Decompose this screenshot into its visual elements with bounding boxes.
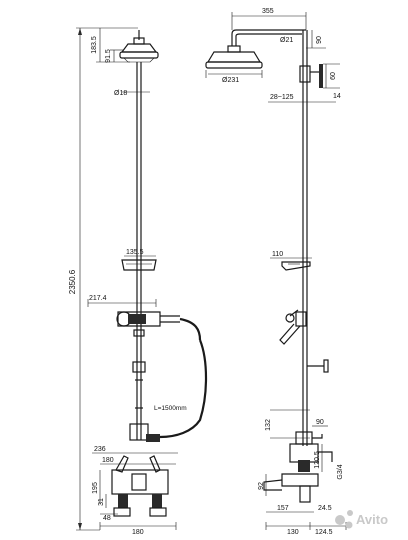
inlet-thread-label: G3/4: [337, 464, 344, 479]
front-mixer: 236 180: [92, 423, 178, 517]
head-offset-label: 90: [316, 36, 323, 44]
shelf-depth-label: 110: [272, 251, 283, 258]
spout-drop-label: 92: [258, 482, 265, 490]
head-height-label: 183.5: [91, 36, 98, 54]
hose-length-label: L=1500mm: [154, 405, 187, 412]
soap-dish-label: 135.5: [126, 249, 144, 256]
mixer-overall-width-label: 236: [94, 446, 106, 453]
avito-watermark: Avito: [335, 510, 388, 529]
wall-clearance-label: 31: [98, 498, 105, 506]
front-mixer-dimensions: 195 31 48 180: [92, 470, 177, 536]
front-slide-fittings: [132, 329, 146, 409]
side-shower-arm: Ø21 90: [231, 29, 326, 49]
lower-height-label: 48: [103, 515, 111, 522]
arm-length-dimension: 355: [231, 8, 307, 30]
mixer-depth-label: 90: [316, 419, 324, 426]
base-depth-label: 130: [287, 529, 299, 536]
side-view: 355 Ø21 90 Ø231: [205, 8, 347, 536]
side-riser-pipe: [302, 30, 308, 446]
mixer-width-label: 180: [102, 457, 114, 464]
watermark-text: Avito: [356, 512, 388, 527]
front-hose: L=1500mm: [154, 339, 208, 439]
bracket-depth-label: 14: [333, 93, 341, 100]
adjust-range-label: 28~125: [270, 94, 294, 101]
front-view: 2350.6 183.5 91.5 Ø18: [68, 27, 208, 536]
bracket-height-label: 60: [330, 72, 337, 80]
side-bottom-dimensions: 157 24.5 130 124.5: [265, 505, 347, 536]
riser-diameter-label: Ø18: [114, 90, 127, 97]
mixer-body-height-label: 195: [92, 482, 99, 494]
side-wall-bracket: 60 14 28~125: [268, 63, 341, 103]
front-riser-pipe: Ø18: [114, 62, 150, 440]
mixer-height-label: 132: [265, 419, 272, 431]
side-shower-head: Ø231: [205, 45, 263, 84]
base-width-label: 180: [132, 529, 144, 536]
spout-height-label: 120.5: [314, 451, 321, 469]
front-handset-bracket: 217.4: [87, 295, 202, 341]
small-dim-label: 24.5: [318, 505, 332, 512]
side-handset: [279, 309, 307, 345]
total-height-label: 2350.6: [68, 269, 77, 294]
head-height-dimension: 183.5 91.5: [91, 28, 130, 63]
front-shower-head: [119, 30, 159, 63]
wall-offset-label: 124.5: [315, 529, 333, 536]
side-shelf: 110: [270, 251, 312, 271]
arm-length-label: 355: [262, 8, 274, 15]
arm-diameter-label: Ø21: [280, 37, 293, 44]
handset-bracket-label: 217.4: [89, 295, 107, 302]
head-thickness-label: 91.5: [105, 49, 112, 63]
side-diverter-lever: [307, 359, 329, 373]
front-soap-dish: 135.5: [121, 249, 157, 271]
side-mixer: 132 90 120.5 G3/4 92: [258, 409, 344, 503]
spout-offset-label: 157: [277, 505, 289, 512]
head-diameter-label: Ø231: [222, 77, 239, 84]
total-height-dimension: 2350.6: [68, 27, 138, 531]
